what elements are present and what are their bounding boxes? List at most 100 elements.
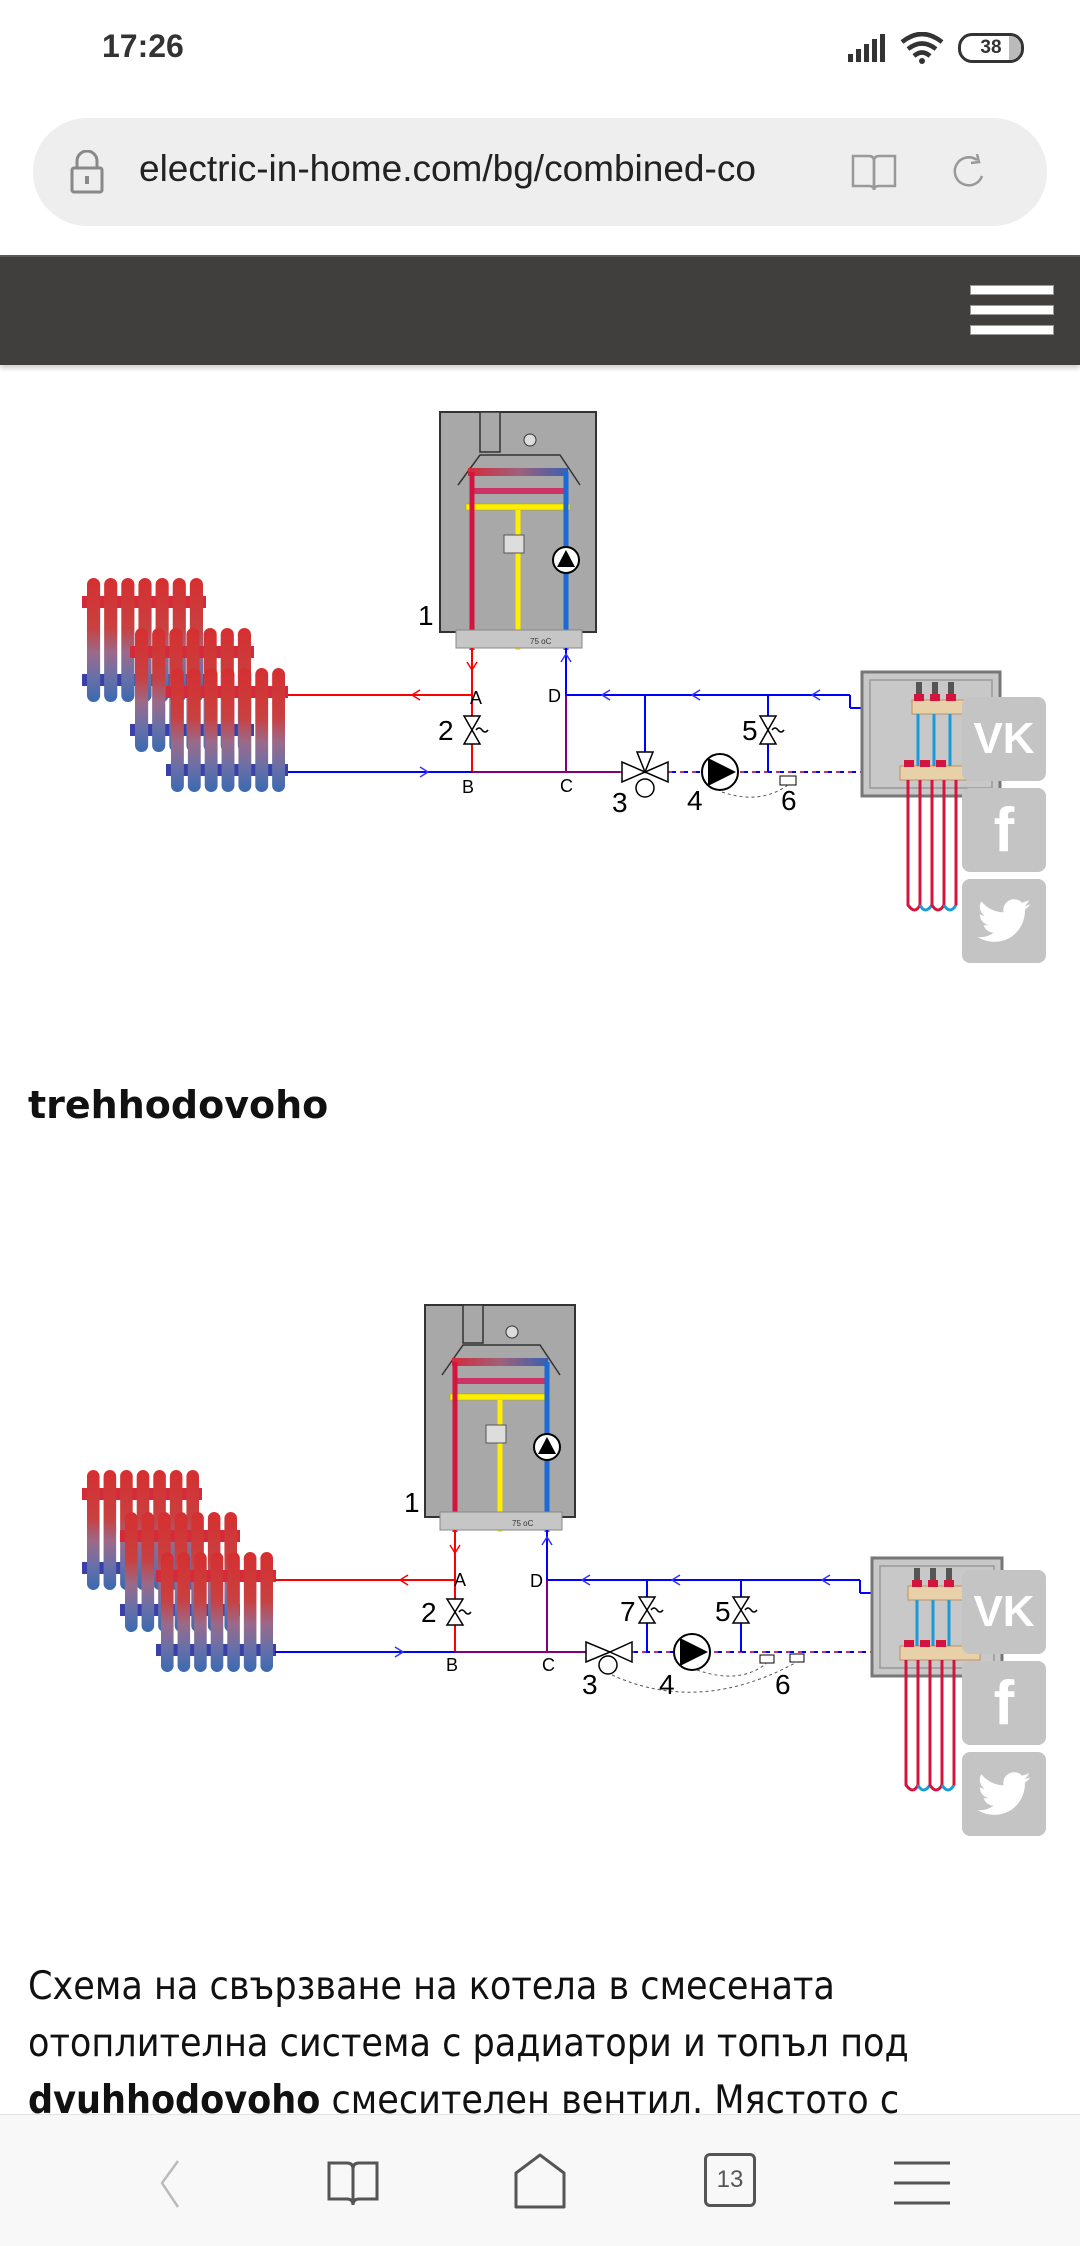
label-3: 3 bbox=[612, 787, 628, 818]
label-d: D bbox=[530, 1571, 543, 1591]
hamburger-menu-icon[interactable] bbox=[970, 285, 1054, 337]
vk-icon: VK bbox=[973, 714, 1035, 763]
radiator-section bbox=[221, 668, 235, 792]
label-1: 1 bbox=[404, 1487, 420, 1518]
label-3: 3 bbox=[582, 1669, 598, 1700]
radiator-section bbox=[171, 668, 184, 792]
diagram-mixing-scheme-2: 75 oC 1 bbox=[0, 1290, 1080, 1850]
label-5: 5 bbox=[715, 1596, 731, 1627]
radiator-section bbox=[161, 1552, 174, 1672]
radiator-section bbox=[177, 1552, 191, 1672]
status-bar: 17:26 38 bbox=[0, 0, 1080, 100]
browser-bottom-nav: 13 bbox=[0, 2114, 1080, 2246]
paragraph-line-2: отоплителна система с радиатори и топъл … bbox=[28, 2021, 909, 2066]
sensor-6a bbox=[759, 1654, 775, 1664]
radiator-3 bbox=[166, 668, 288, 792]
label-c: C bbox=[542, 1655, 555, 1675]
home-icon bbox=[514, 2153, 566, 2209]
article-paragraph: Схема на свързване на котела в смесената… bbox=[28, 1958, 1058, 2129]
url-text[interactable]: electric-in-home.com/bg/combined-co bbox=[139, 148, 756, 189]
label-b: B bbox=[446, 1655, 458, 1675]
boiler: 75 oC bbox=[424, 1304, 576, 1532]
sensor-6b bbox=[789, 1653, 805, 1663]
label-2: 2 bbox=[438, 715, 454, 746]
back-icon bbox=[160, 2160, 180, 2208]
battery-level: 38 bbox=[980, 37, 1002, 58]
radiator-section bbox=[152, 628, 166, 752]
radiator-section bbox=[204, 668, 218, 792]
valve-5 bbox=[758, 715, 785, 745]
radiator-section bbox=[103, 1470, 117, 1590]
radiator-section bbox=[210, 1552, 224, 1672]
radiator-section bbox=[272, 668, 285, 792]
lock-icon bbox=[70, 150, 104, 194]
reload-icon[interactable] bbox=[949, 152, 989, 192]
radiator-section bbox=[187, 668, 201, 792]
menu-icon bbox=[894, 2161, 950, 2205]
facebook-icon: f bbox=[993, 795, 1015, 865]
label-4: 4 bbox=[687, 785, 703, 816]
radiator-section bbox=[194, 1552, 207, 1672]
label-a: A bbox=[454, 1570, 466, 1590]
battery-icon: 38 bbox=[958, 33, 1024, 63]
facebook-icon: f bbox=[993, 1668, 1015, 1738]
label-c: C bbox=[560, 776, 573, 796]
section-heading: trehhodovoho bbox=[28, 1083, 329, 1127]
boiler: 75 oC bbox=[439, 411, 597, 650]
heating-diagram-2: 75 oC 1 bbox=[82, 1304, 1004, 1792]
twitter-icon bbox=[977, 899, 1031, 942]
sensor-6 bbox=[779, 775, 797, 786]
diagram-mixing-scheme-1: 75 oC 1 bbox=[0, 400, 1080, 1000]
label-4: 4 bbox=[659, 1669, 675, 1700]
valve-7 bbox=[637, 1596, 664, 1624]
twitter-share-button[interactable] bbox=[962, 1752, 1046, 1836]
boiler-display: 75 oC bbox=[512, 1519, 534, 1528]
radiator-section bbox=[121, 578, 135, 702]
menu-button[interactable] bbox=[892, 2153, 952, 2213]
radiator-section bbox=[243, 1552, 257, 1672]
radiator-section bbox=[260, 1552, 273, 1672]
label-6: 6 bbox=[781, 785, 797, 816]
tabs-count: 13 bbox=[704, 2153, 756, 2207]
reader-mode-icon[interactable] bbox=[851, 152, 897, 192]
pump-4 bbox=[701, 753, 739, 791]
label-6: 6 bbox=[775, 1669, 791, 1700]
facebook-share-button[interactable]: f bbox=[962, 788, 1046, 872]
signal-icon bbox=[848, 34, 885, 62]
bookmarks-icon bbox=[327, 2161, 379, 2206]
tabs-button[interactable]: 13 bbox=[704, 2153, 764, 2213]
vk-share-button[interactable]: VK bbox=[962, 697, 1046, 781]
radiator-section bbox=[104, 578, 118, 702]
label-a: A bbox=[470, 688, 482, 708]
label-5: 5 bbox=[742, 715, 758, 746]
vk-share-button[interactable]: VK bbox=[962, 1570, 1046, 1654]
url-bar[interactable]: electric-in-home.com/bg/combined-co bbox=[33, 118, 1047, 226]
twitter-share-button[interactable] bbox=[962, 879, 1046, 963]
label-b: B bbox=[462, 777, 474, 797]
heating-diagram-1: 75 oC 1 bbox=[82, 411, 1002, 912]
label-1: 1 bbox=[418, 600, 434, 631]
back-button[interactable] bbox=[140, 2153, 200, 2213]
twitter-icon bbox=[977, 1772, 1031, 1815]
valve-2 bbox=[462, 715, 489, 745]
valve-2 bbox=[445, 1598, 472, 1626]
site-header bbox=[0, 255, 1080, 365]
label-d: D bbox=[548, 686, 561, 706]
radiator-section bbox=[125, 1512, 138, 1632]
radiator-section bbox=[227, 1552, 240, 1672]
mixing-valve-3 bbox=[585, 1640, 633, 1675]
radiator-section bbox=[255, 668, 269, 792]
boiler-display: 75 oC bbox=[530, 637, 552, 646]
valve-5 bbox=[731, 1596, 758, 1624]
wifi-icon bbox=[900, 32, 944, 64]
status-icons: 38 bbox=[846, 32, 1024, 64]
label-2: 2 bbox=[421, 1597, 437, 1628]
radiator-3 bbox=[156, 1552, 276, 1672]
home-button[interactable] bbox=[510, 2153, 570, 2213]
radiator-section bbox=[87, 578, 101, 702]
pump-4 bbox=[673, 1633, 711, 1671]
radiator-section bbox=[87, 1470, 100, 1590]
facebook-share-button[interactable]: f bbox=[962, 1661, 1046, 1745]
status-time: 17:26 bbox=[102, 28, 184, 64]
bookmarks-button[interactable] bbox=[323, 2153, 383, 2213]
